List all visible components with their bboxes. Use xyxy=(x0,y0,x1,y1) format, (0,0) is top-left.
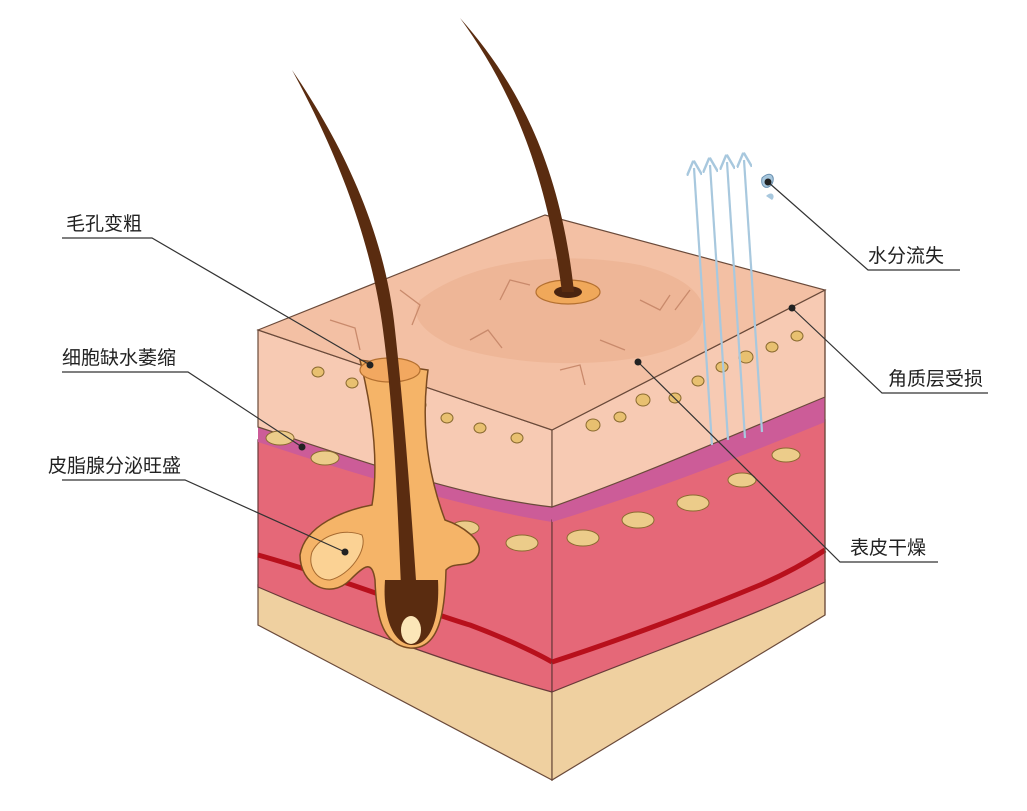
cell xyxy=(790,330,804,342)
leader-stratum-corneum xyxy=(791,307,988,394)
label-stratum-corneum: 角质层受损 xyxy=(888,368,983,390)
leader-lines xyxy=(62,181,988,563)
cell xyxy=(738,350,754,364)
dot-stratum-corneum xyxy=(788,304,796,312)
hair-shaft-right xyxy=(460,18,574,292)
water-drop-icon xyxy=(761,173,774,200)
dot-epidermis-dry xyxy=(634,358,642,366)
label-cell-dehydration: 细胞缺水萎缩 xyxy=(62,347,176,369)
leader-sebum xyxy=(62,479,346,553)
cell xyxy=(765,341,779,353)
basal-cell xyxy=(771,447,801,463)
basal-cell xyxy=(676,494,710,512)
label-sebum: 皮脂腺分泌旺盛 xyxy=(48,455,181,477)
surface-shading xyxy=(416,258,704,364)
basal-band-right xyxy=(552,395,825,522)
dot-pore xyxy=(366,361,374,369)
hair-bulb-left xyxy=(384,580,439,645)
basal-cell xyxy=(727,472,757,488)
leader-cell-dehydration xyxy=(62,371,303,448)
dot-sebum xyxy=(341,548,349,556)
sebaceous-gland-shape xyxy=(299,359,480,649)
hair-shaft-left xyxy=(292,70,418,610)
water-loss-arrows xyxy=(694,160,764,446)
label-pore: 毛孔变粗 xyxy=(66,213,142,235)
cell xyxy=(440,412,454,424)
water-arrow xyxy=(694,168,714,446)
water-arrow xyxy=(710,165,730,441)
cell xyxy=(311,366,325,378)
dot-water-loss xyxy=(764,178,772,186)
label-epidermis-dry: 表皮干燥 xyxy=(850,537,926,559)
cell xyxy=(635,393,651,407)
cell xyxy=(510,432,524,444)
cell xyxy=(613,411,627,423)
label-water-loss: 水分流失 xyxy=(868,245,944,267)
basal-cell xyxy=(310,450,340,466)
basal-cell xyxy=(505,534,539,552)
cell xyxy=(585,418,601,432)
leader-dots xyxy=(298,178,796,556)
water-arrow xyxy=(744,160,764,433)
basal-cell xyxy=(265,430,295,446)
dot-cell-dehydration xyxy=(298,443,306,451)
hair-left xyxy=(292,70,439,645)
basal-cell xyxy=(621,511,655,529)
water-arrow xyxy=(727,162,747,439)
cell xyxy=(691,375,705,387)
sebaceous-gland xyxy=(299,357,480,649)
basal-cell xyxy=(566,529,600,547)
leader-water-loss xyxy=(767,181,960,271)
blood-vessel-right xyxy=(551,547,827,665)
leader-pore xyxy=(62,237,371,366)
basal-cells xyxy=(265,430,801,552)
leader-epidermis-dry xyxy=(637,361,938,563)
sebaceous-gland-inner xyxy=(310,531,364,581)
hair-papilla xyxy=(401,616,421,644)
cell xyxy=(473,422,487,434)
hair-right xyxy=(460,18,601,305)
cell xyxy=(345,377,359,389)
surface-cracks xyxy=(329,279,691,386)
